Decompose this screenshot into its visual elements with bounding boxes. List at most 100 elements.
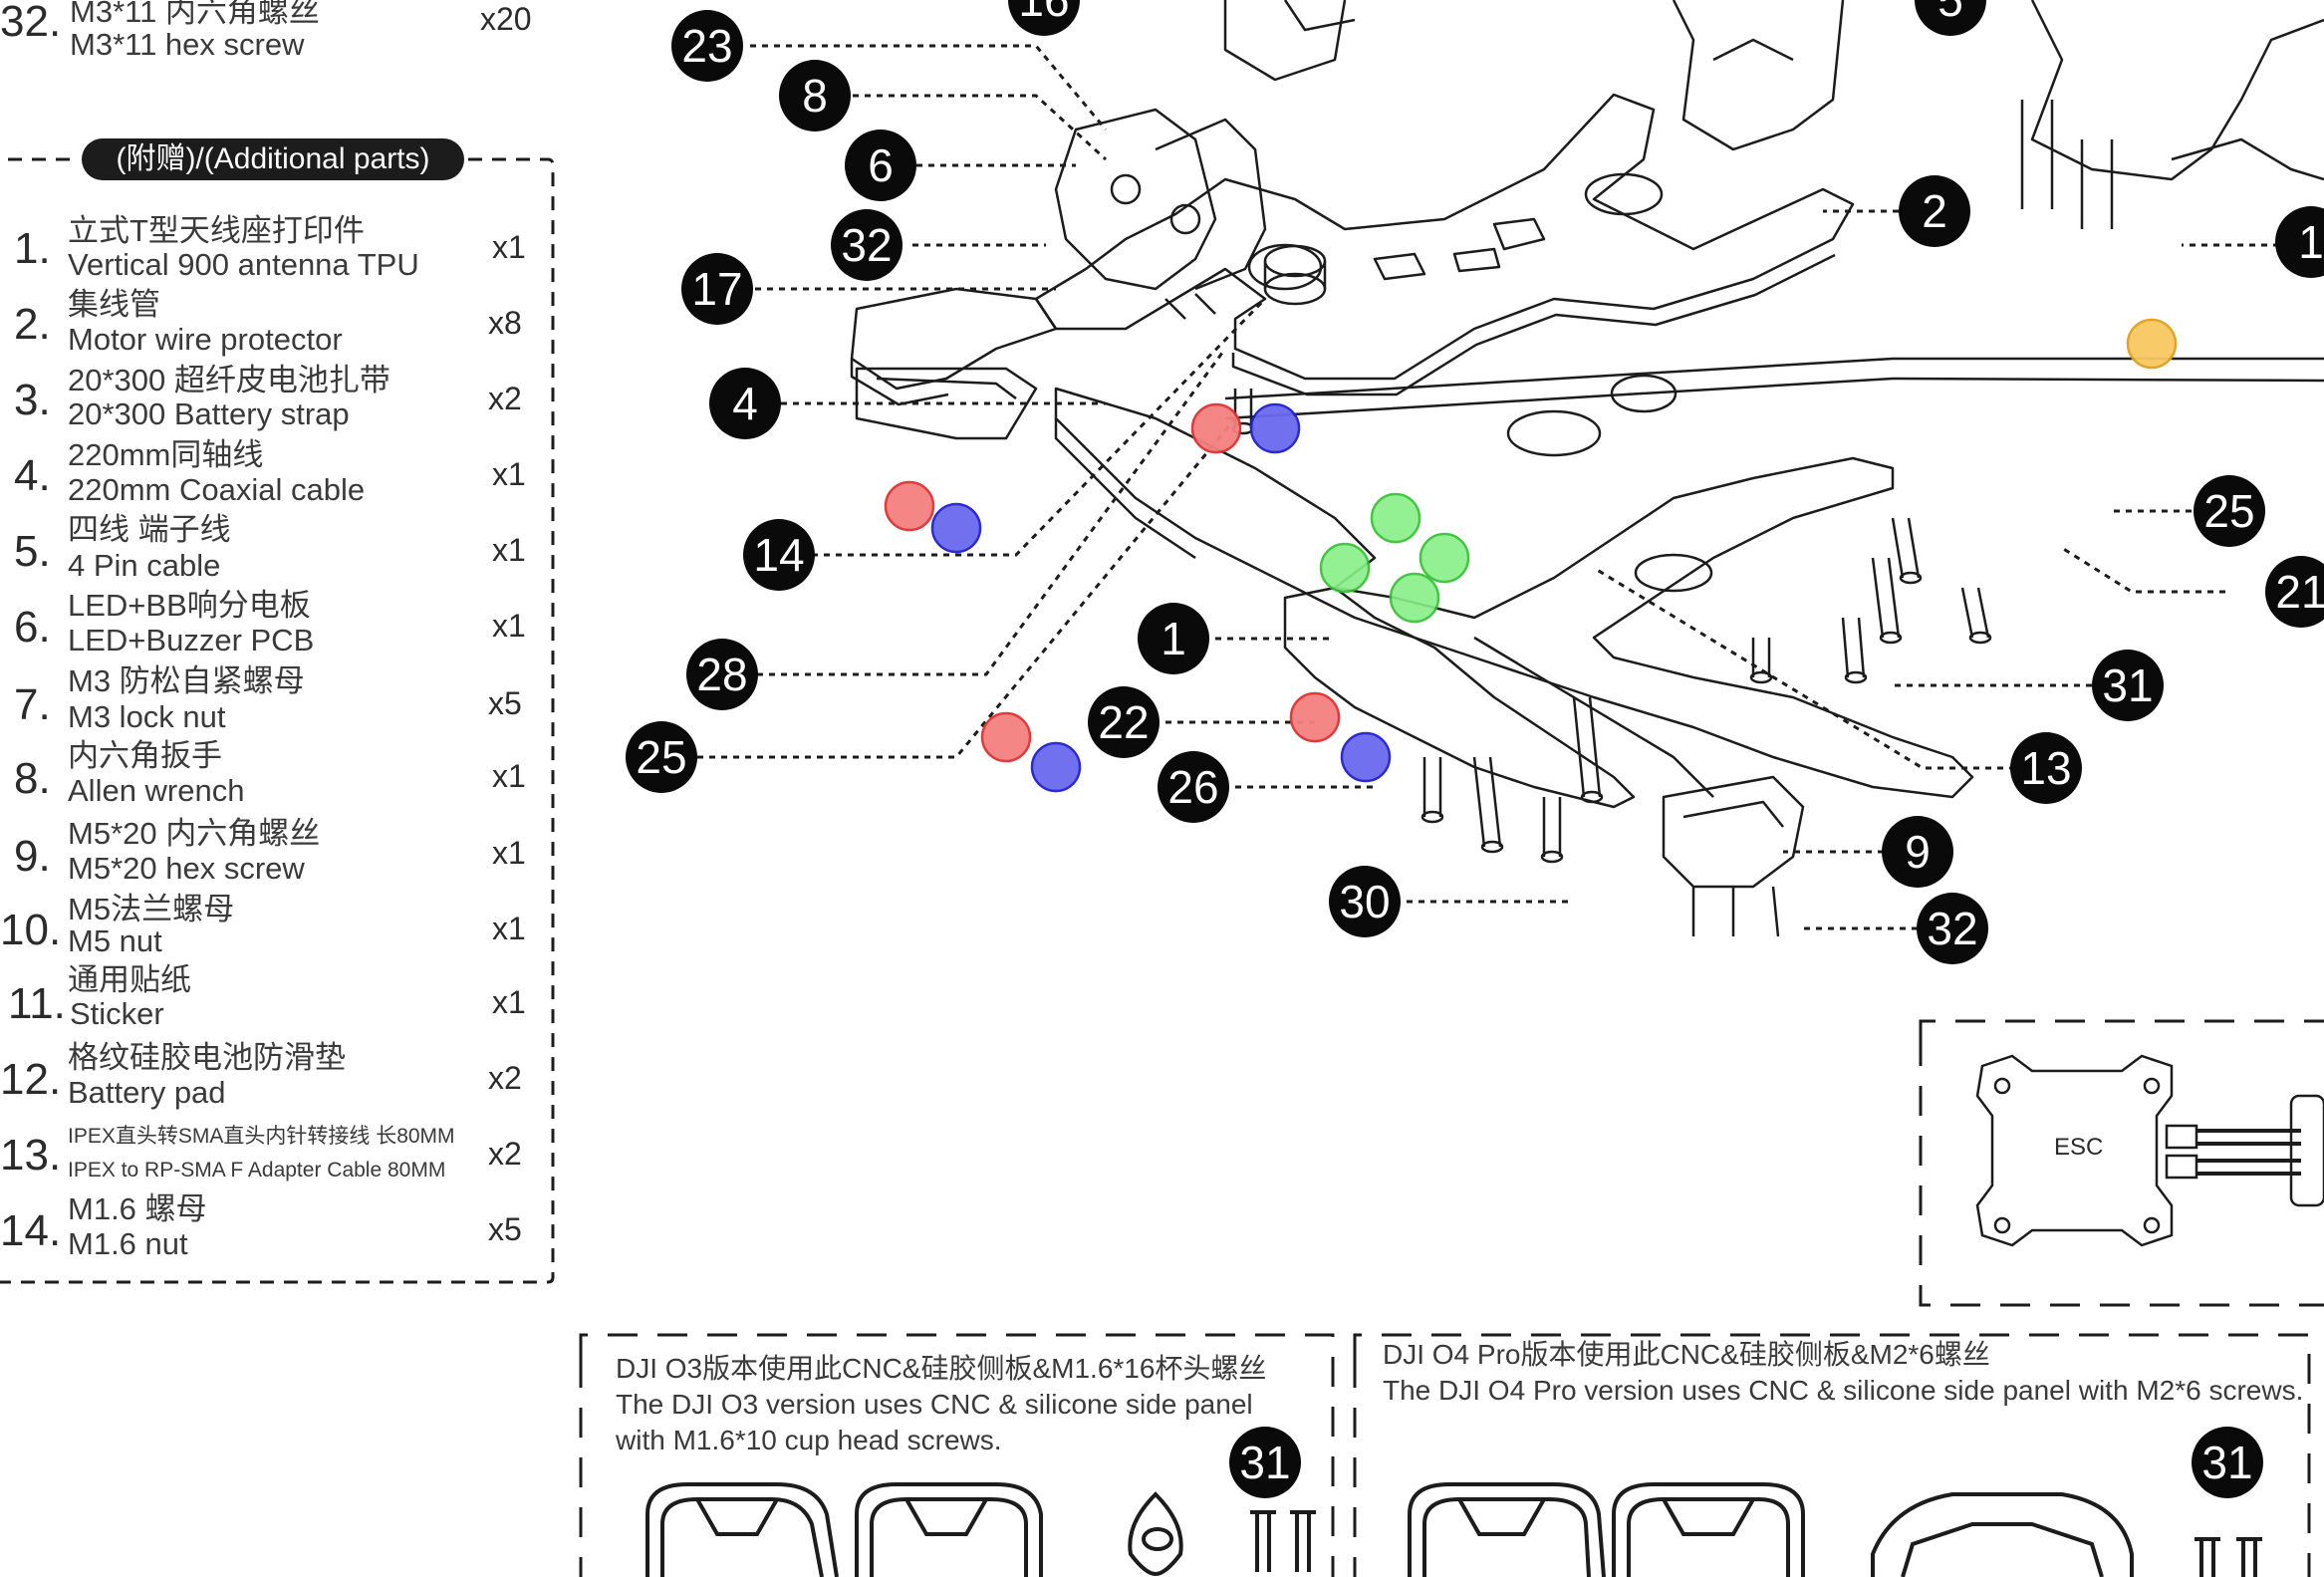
part-name-cn: M5法兰螺母 (68, 892, 235, 926)
o3-note-en-line1: The DJI O3 version uses CNC & silicone s… (616, 1389, 1253, 1420)
svg-text:5: 5 (1937, 0, 1963, 26)
o4-note-cn: DJI O4 Pro版本使用此CNC&硅胶侧板&M2*6螺丝 (1383, 1339, 1990, 1370)
svg-text:9: 9 (1905, 826, 1931, 878)
callout-badge: 6 (845, 130, 916, 201)
part-name-cn: 集线管 (68, 287, 160, 322)
svg-text:21: 21 (2275, 566, 2324, 618)
part-name-cn: M1.6 螺母 (68, 1191, 207, 1226)
green-marker (1370, 492, 1421, 544)
blue-marker (1249, 402, 1301, 454)
o3-note-en-line2: with M1.6*10 cup head screws. (616, 1425, 1002, 1455)
svg-text:25: 25 (636, 731, 686, 783)
leader-lines (697, 44, 2291, 930)
callout-badge: 16 (1008, 0, 1080, 36)
callout-badge: 25 (626, 721, 697, 793)
part-name-cn: M3 防松自紧螺母 (68, 663, 305, 698)
esc-box-border (1919, 1019, 2324, 1307)
svg-text:1: 1 (1161, 613, 1186, 664)
callout-badge: 25 (2194, 475, 2265, 547)
part-number: 8. (14, 754, 51, 803)
part-number: 4. (14, 451, 51, 500)
part-number: 7. (14, 680, 51, 729)
part-quantity: x1 (492, 608, 526, 644)
svg-text:22: 22 (1098, 696, 1149, 748)
callout-badge: 28 (686, 639, 758, 710)
callout-badge: 4 (709, 368, 781, 439)
part-name-en: M5 nut (68, 923, 162, 958)
part-quantity: x5 (488, 1211, 522, 1247)
part-quantity: x1 (492, 532, 526, 568)
part-name-en: Allen wrench (68, 773, 245, 808)
callout-badge: 14 (743, 519, 815, 591)
additional-parts-border (0, 157, 555, 1284)
part-number: 14. (0, 1206, 62, 1255)
svg-text:16: 16 (1018, 0, 1069, 26)
part-quantity: x1 (492, 456, 526, 492)
svg-text:31: 31 (2201, 1437, 2252, 1488)
svg-text:26: 26 (1167, 761, 1218, 813)
callout-badge: 5 (1915, 0, 1986, 36)
o4-box-border (1353, 1333, 2311, 1577)
part-name-en: 4 Pin cable (68, 548, 221, 583)
svg-text:1: 1 (2298, 216, 2324, 268)
o3-note-cn: DJI O3版本使用此CNC&硅胶侧板&M1.6*16杯头螺丝 (616, 1353, 1267, 1384)
o3-box-border (579, 1333, 1335, 1577)
part-name-en: M3*11 hex screw (70, 27, 305, 62)
esc-board (1975, 1054, 2324, 1247)
callout-badge: 8 (779, 60, 851, 131)
svg-text:14: 14 (753, 529, 804, 581)
part-quantity: x1 (492, 835, 526, 871)
part-name-en: Vertical 900 antenna TPU (68, 247, 419, 282)
part-quantity: x1 (492, 984, 526, 1020)
part-name-en: M3 lock nut (68, 699, 226, 734)
callout-badge: 21 (2265, 556, 2324, 628)
o4-parts-drawing (1408, 1482, 2262, 1577)
callout-badge: 1 (2275, 206, 2324, 278)
part-name-en: 220mm Coaxial cable (68, 472, 366, 507)
part-name-cn: 立式T型天线座打印件 (68, 213, 365, 248)
part-name-en: LED+Buzzer PCB (68, 623, 315, 657)
frame-drawing (850, 0, 2324, 937)
part-name-en: M1.6 nut (68, 1226, 188, 1261)
part-number: 3. (14, 376, 51, 424)
part-number: 1. (14, 224, 51, 273)
red-marker (1190, 402, 1242, 454)
callout-badge: 22 (1088, 686, 1160, 758)
callout-badge: 1 (1138, 603, 1209, 674)
svg-text:30: 30 (1339, 876, 1390, 927)
callout-badge: 26 (1158, 751, 1229, 823)
svg-text:13: 13 (2020, 742, 2071, 794)
blue-marker (1340, 731, 1392, 783)
part-number: 2. (14, 300, 51, 349)
svg-text:31: 31 (2102, 659, 2153, 711)
green-marker (1319, 542, 1371, 594)
part-name-cn: 格纹硅胶电池防滑垫 (68, 1040, 346, 1075)
part-name-cn: 20*300 超纤皮电池扎带 (68, 363, 390, 397)
svg-text:32: 32 (1927, 903, 1977, 954)
part-name-cn: 220mm同轴线 (68, 437, 264, 472)
part-quantity: x20 (480, 1, 532, 37)
part-number: 32. (0, 0, 62, 46)
part-name-cn: IPEX直头转SMA直头内针转接线 长80MM (68, 1125, 455, 1148)
red-marker (884, 480, 935, 532)
svg-text:32: 32 (841, 219, 892, 271)
callout-badge: 31 (1229, 1427, 1301, 1498)
part-name-cn: LED+BB响分电板 (68, 588, 311, 623)
part-quantity: x1 (492, 229, 526, 265)
green-marker (1419, 532, 1470, 584)
colored-markers (884, 318, 2178, 793)
callout-badge: 2 (1899, 175, 1970, 247)
part-number: 12. (0, 1055, 62, 1104)
red-marker (1289, 691, 1341, 743)
part-number: 9. (14, 832, 51, 881)
esc-label: ESC (2054, 1134, 2104, 1161)
svg-text:25: 25 (2203, 485, 2254, 537)
callout-badge: 31 (2092, 650, 2164, 721)
additional-parts-title: (附赠)/(Additional parts) (82, 138, 464, 180)
part-name-en: IPEX to RP-SMA F Adapter Cable 80MM (68, 1159, 446, 1182)
svg-text:2: 2 (1922, 185, 1947, 237)
part-name-en: M5*20 hex screw (68, 851, 305, 886)
part-quantity: x5 (488, 685, 522, 721)
orange-marker (2126, 318, 2178, 370)
svg-text:28: 28 (696, 649, 747, 700)
